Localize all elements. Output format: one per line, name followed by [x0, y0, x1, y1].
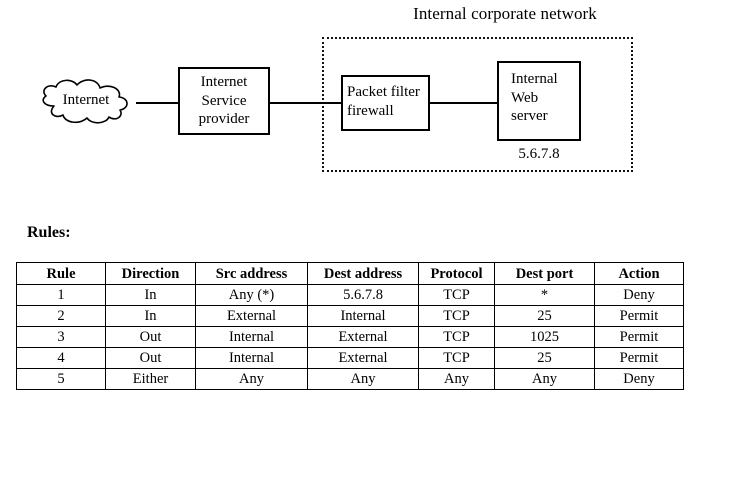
- cell-direction: Either: [105, 368, 196, 390]
- cell-src-address: Any (*): [195, 284, 308, 306]
- column-header-src-address: Src address: [195, 262, 308, 285]
- cell-dest-address: External: [307, 326, 419, 348]
- link-firewall-to-server: [428, 102, 499, 104]
- node-internet-service-provider: Internet Service provider: [178, 67, 270, 135]
- cell-rule: 3: [16, 326, 106, 348]
- internet-cloud-icon: [32, 76, 140, 126]
- cell-dest-address: 5.6.7.8: [307, 284, 419, 306]
- firewall-label-line-1: Packet filter: [347, 84, 420, 100]
- link-isp-to-firewall: [268, 102, 343, 104]
- rules-heading: Rules:: [27, 224, 71, 241]
- internal-network-title: Internal corporate network: [413, 4, 597, 23]
- column-header-rule: Rule: [16, 262, 106, 285]
- cell-src-address: Internal: [195, 347, 308, 369]
- node-internal-web-server: Internal Web server: [497, 61, 581, 141]
- cell-dest-port: 25: [494, 305, 595, 327]
- isp-label-line-2: Service: [201, 92, 247, 109]
- firewall-label-line-2: firewall: [347, 102, 394, 119]
- cell-dest-port: Any: [494, 368, 595, 390]
- column-header-action: Action: [594, 262, 684, 285]
- cell-rule: 4: [16, 347, 106, 369]
- cell-direction: Out: [105, 326, 196, 348]
- internet-cloud-label: Internet: [62, 92, 110, 108]
- server-label-line-3: server: [511, 108, 548, 124]
- cell-action: Permit: [594, 326, 684, 348]
- cell-rule: 2: [16, 305, 106, 327]
- cell-rule: 5: [16, 368, 106, 390]
- cell-protocol: TCP: [418, 326, 495, 348]
- cell-dest-port: 25: [494, 347, 595, 369]
- cell-action: Permit: [594, 305, 684, 327]
- server-ip-address-label: 5.6.7.8: [518, 146, 560, 162]
- cell-action: Permit: [594, 347, 684, 369]
- internal-corporate-network-boundary: [322, 37, 633, 172]
- server-label-line-1: Internal: [511, 71, 558, 87]
- cell-rule: 1: [16, 284, 106, 306]
- cell-dest-address: Any: [307, 368, 419, 390]
- column-header-dest-address: Dest address: [307, 262, 419, 285]
- cell-dest-port: *: [494, 284, 595, 306]
- cell-protocol: TCP: [418, 347, 495, 369]
- isp-label-line-3: provider: [198, 111, 250, 127]
- isp-label-line-1: Internet: [200, 74, 248, 90]
- cell-src-address: External: [195, 305, 308, 327]
- cell-direction: In: [105, 284, 196, 306]
- link-internet-to-isp: [136, 102, 180, 104]
- cell-protocol: TCP: [418, 284, 495, 306]
- cell-direction: Out: [105, 347, 196, 369]
- column-header-dest-port: Dest port: [494, 262, 595, 285]
- cell-src-address: Internal: [195, 326, 308, 348]
- cell-action: Deny: [594, 284, 684, 306]
- server-label-line-2: Web: [511, 89, 539, 106]
- column-header-direction: Direction: [105, 262, 196, 285]
- cell-action: Deny: [594, 368, 684, 390]
- cell-protocol: Any: [418, 368, 495, 390]
- cell-dest-address: Internal: [307, 305, 419, 327]
- column-header-protocol: Protocol: [418, 262, 495, 285]
- cell-src-address: Any: [195, 368, 308, 390]
- cell-protocol: TCP: [418, 305, 495, 327]
- cell-direction: In: [105, 305, 196, 327]
- node-packet-filter-firewall: Packet filter firewall: [341, 75, 430, 131]
- cell-dest-port: 1025: [494, 326, 595, 348]
- cell-dest-address: External: [307, 347, 419, 369]
